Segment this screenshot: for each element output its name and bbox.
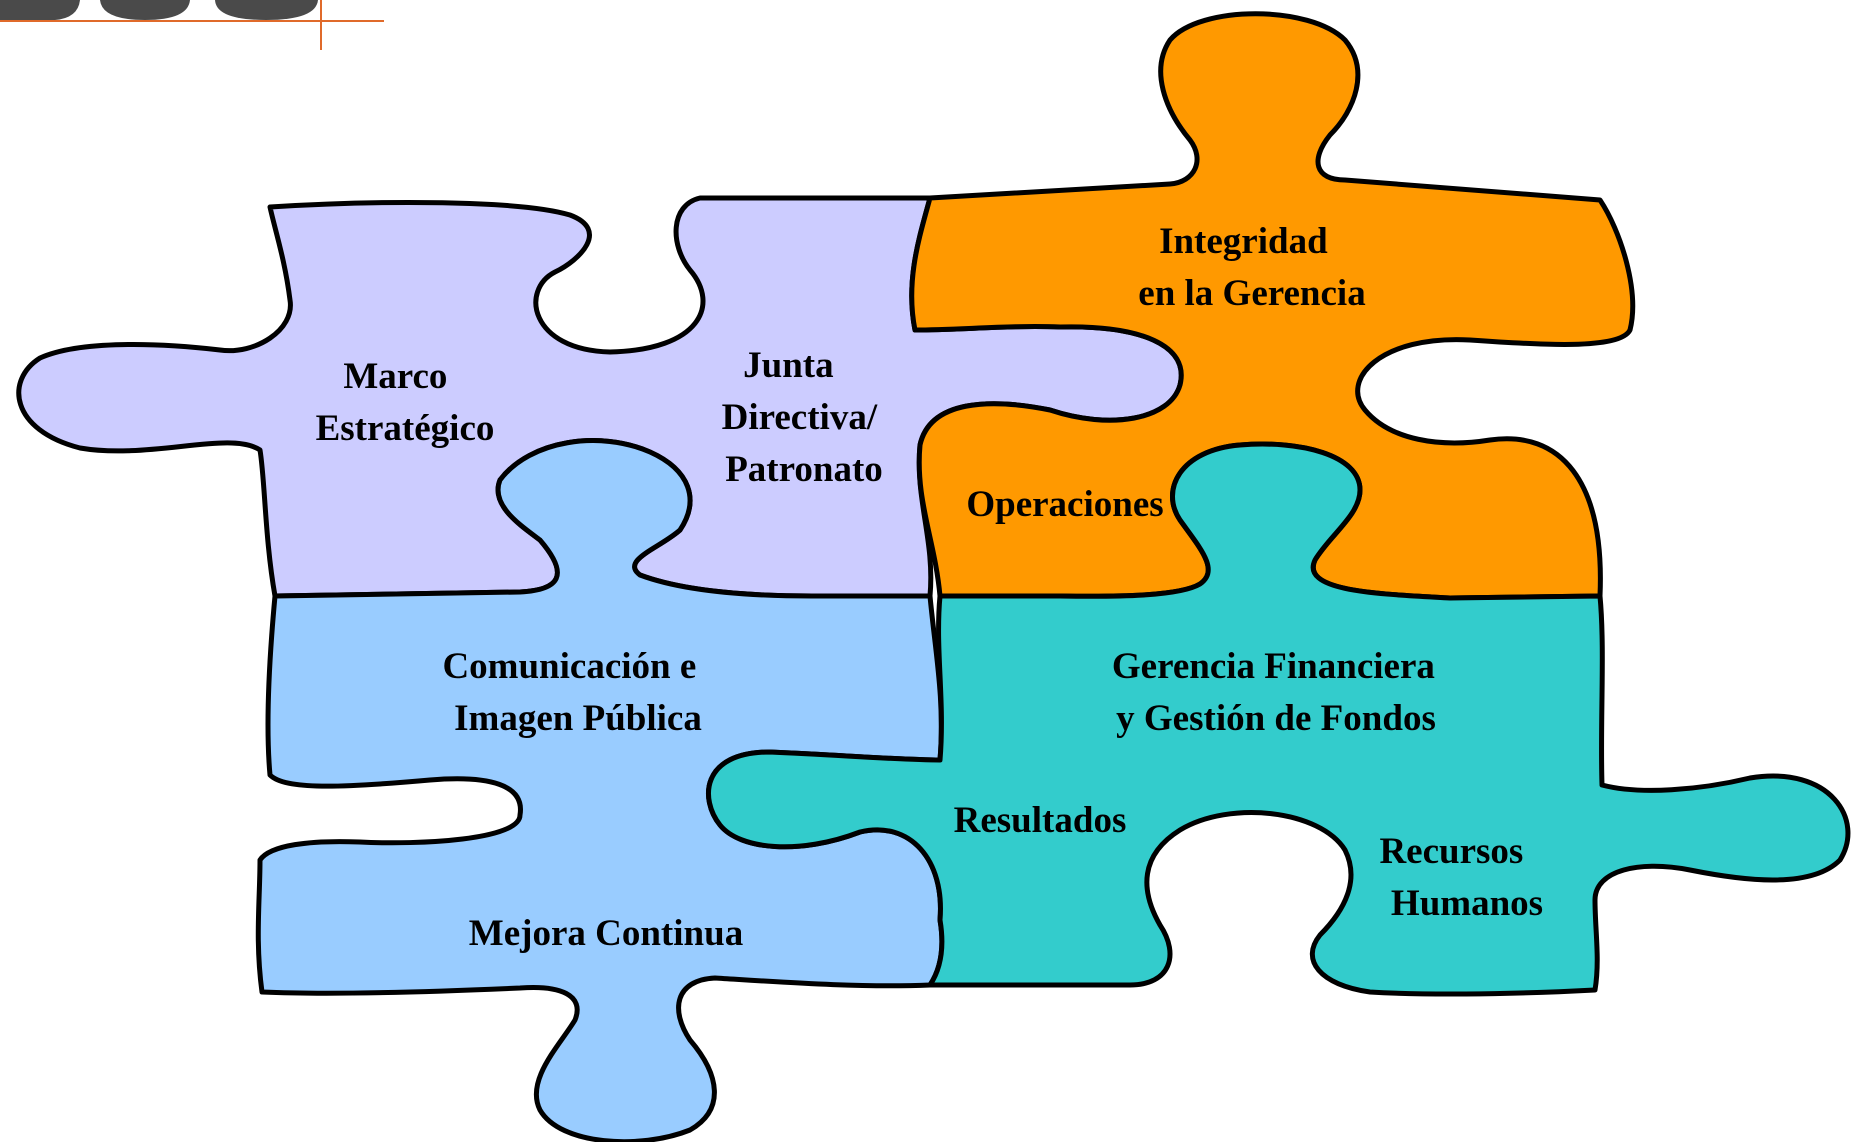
- puzzle-piece-teal: [706, 441, 1851, 997]
- label-operaciones-line-1: Operaciones: [966, 484, 1163, 525]
- label-mejora-line-1: Mejora Continua: [469, 913, 743, 954]
- label-comunicacion-line-2: Imagen Pública: [454, 698, 702, 739]
- label-marco-line-1: Marco: [343, 356, 447, 397]
- label-comunicacion-line-1: Comunicación e: [442, 646, 696, 687]
- label-comunicacion-imagen: Comunicación e Imagen Pública: [442, 646, 705, 739]
- label-gerencia-financiera: Gerencia Financiera y Gestión de Fondos: [1112, 646, 1444, 739]
- logo-letter-3: [215, 0, 318, 20]
- label-resultados: Resultados: [954, 800, 1127, 841]
- label-marco-estrategico: Marco Estratégico: [316, 356, 495, 449]
- label-integridad-line-1: Integridad: [1159, 221, 1328, 262]
- label-gerencia-line-1: Gerencia Financiera: [1112, 646, 1435, 687]
- label-gerencia-line-2: y Gestión de Fondos: [1116, 698, 1436, 739]
- logo: [0, 0, 384, 50]
- label-mejora-continua: Mejora Continua: [469, 913, 743, 954]
- label-recursos-humanos: Recursos Humanos: [1379, 831, 1543, 924]
- label-junta-line-1: Junta: [743, 345, 833, 386]
- label-junta-directiva: Junta Directiva/ Patronato: [722, 345, 887, 490]
- label-recursos-line-2: Humanos: [1391, 883, 1543, 924]
- label-integridad-gerencia: Integridad en la Gerencia: [1138, 221, 1365, 314]
- logo-letter-1: [0, 0, 80, 20]
- label-junta-line-3: Patronato: [725, 449, 883, 490]
- label-resultados-line-1: Resultados: [954, 800, 1127, 841]
- label-marco-line-2: Estratégico: [316, 408, 495, 449]
- puzzle-piece-blue: [255, 438, 945, 1142]
- label-operaciones: Operaciones: [966, 484, 1163, 525]
- label-junta-line-2: Directiva/: [722, 397, 878, 438]
- label-integridad-line-2: en la Gerencia: [1138, 273, 1365, 314]
- logo-letter-2: [100, 0, 190, 20]
- label-recursos-line-1: Recursos: [1379, 831, 1523, 872]
